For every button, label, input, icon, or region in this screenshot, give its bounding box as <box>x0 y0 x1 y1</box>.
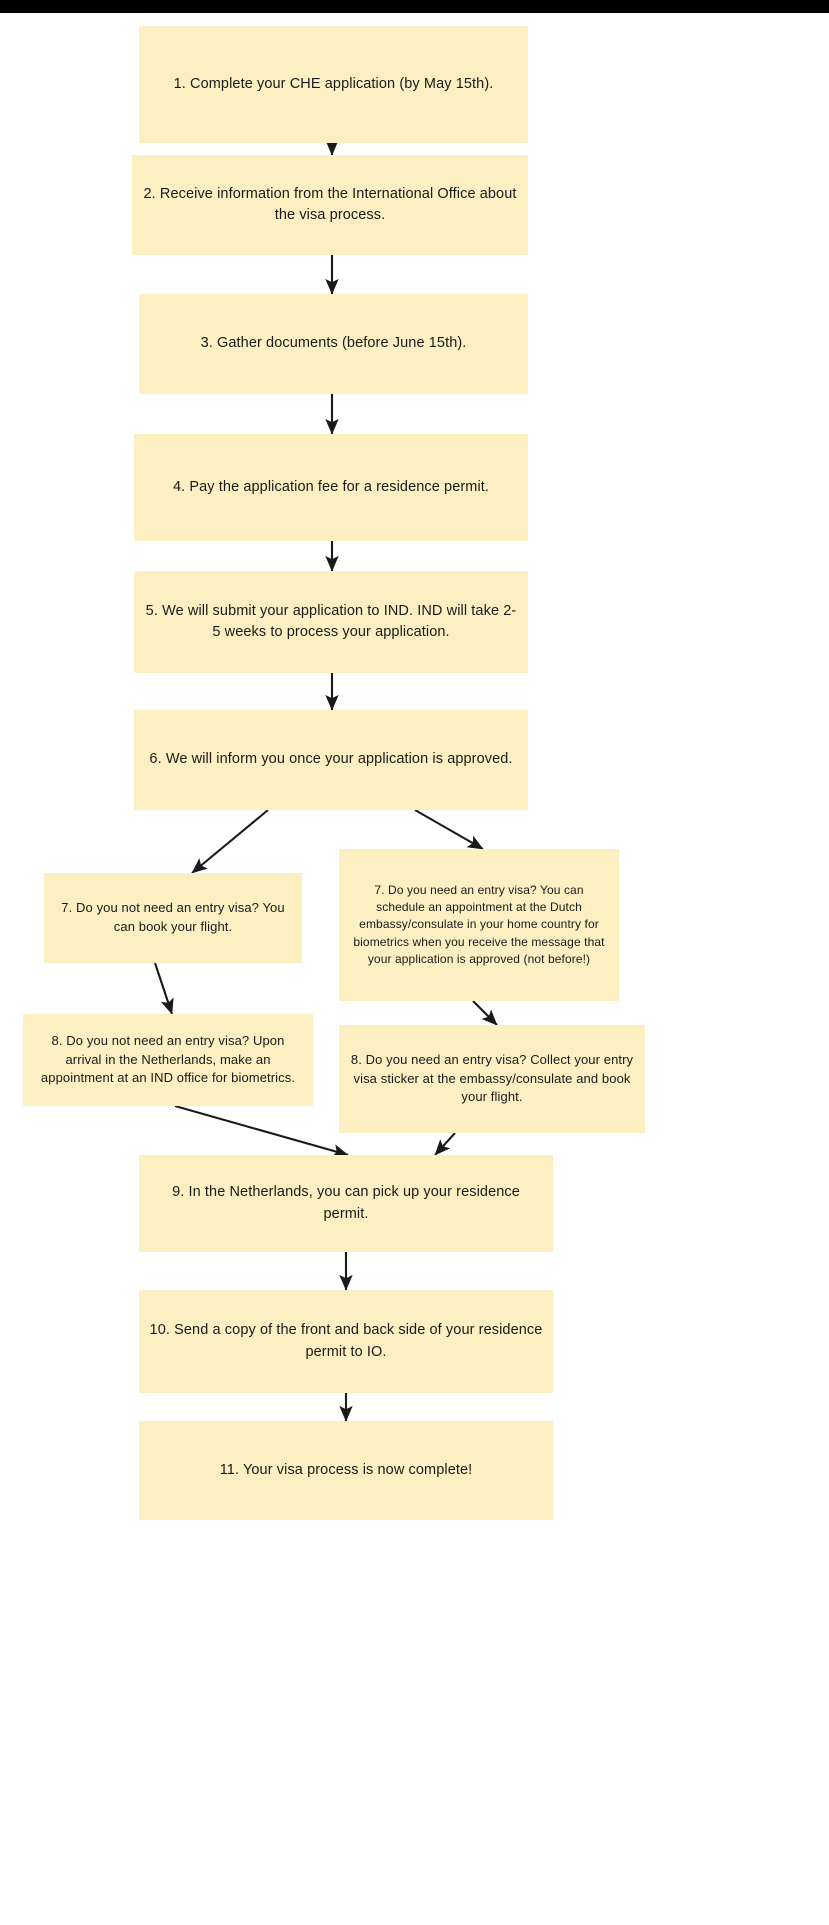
flowchart-node-label: 7. Do you not need an entry visa? You ca… <box>61 900 285 934</box>
flowchart-node-step-9[interactable]: 9. In the Netherlands, you can pick up y… <box>139 1155 553 1252</box>
flowchart-arrow-edge-7right-8right <box>472 1000 498 1026</box>
flowchart-arrow-edge-6-7right <box>414 809 484 850</box>
flowchart-node-step-3[interactable]: 3. Gather documents (before June 15th). <box>139 294 528 394</box>
top-black-bar <box>0 0 829 13</box>
flowchart-node-label: 8. Do you need an entry visa? Collect yo… <box>350 1051 634 1105</box>
flowchart-node-label: 8. Do you not need an entry visa? Upon a… <box>40 1032 296 1086</box>
flowchart-arrow-edge-8left-9 <box>174 1104 349 1158</box>
flowchart-node-label: 11. Your visa process is now complete! <box>219 1461 473 1478</box>
flowchart-arrow-edge-6-7left <box>191 809 269 874</box>
flowchart-node-step-6[interactable]: 6. We will inform you once your applicat… <box>134 710 528 810</box>
flowchart-node-step-8-right[interactable]: 8. Do you need an entry visa? Collect yo… <box>339 1025 645 1133</box>
flowchart-node-label: 5. We will submit your application to IN… <box>145 602 517 640</box>
flowchart-node-step-10[interactable]: 10. Send a copy of the front and back si… <box>139 1290 553 1393</box>
flowchart-node-label: 9. In the Netherlands, you can pick up y… <box>172 1184 520 1222</box>
flowchart-arrow-edge-7left-8left <box>154 962 174 1015</box>
flowchart-node-label: 1. Complete your CHE application (by May… <box>173 75 494 92</box>
flowchart-node-step-1[interactable]: 1. Complete your CHE application (by May… <box>139 26 528 143</box>
flowchart-node-step-8-left[interactable]: 8. Do you not need an entry visa? Upon a… <box>23 1014 313 1106</box>
flowchart-node-step-4[interactable]: 4. Pay the application fee for a residen… <box>134 434 528 541</box>
flowchart-node-label: 2. Receive information from the Internat… <box>143 185 517 223</box>
flowchart-arrow-edge-8right-9 <box>434 1132 456 1156</box>
flowchart-node-step-7-right[interactable]: 7. Do you need an entry visa? You can sc… <box>339 849 619 1001</box>
flowchart-node-step-2[interactable]: 2. Receive information from the Internat… <box>132 155 528 255</box>
flowchart-node-label: 3. Gather documents (before June 15th). <box>200 335 467 352</box>
flowchart-node-label: 6. We will inform you once your applicat… <box>149 751 513 768</box>
flowchart-node-label: 10. Send a copy of the front and back si… <box>149 1322 543 1360</box>
flowchart-node-label: 4. Pay the application fee for a residen… <box>172 478 490 495</box>
flowchart-node-step-5[interactable]: 5. We will submit your application to IN… <box>134 571 528 673</box>
flowchart-node-label: 7. Do you need an entry visa? You can sc… <box>353 882 605 967</box>
flowchart-node-step-7-left[interactable]: 7. Do you not need an entry visa? You ca… <box>44 873 302 963</box>
flowchart-node-step-11[interactable]: 11. Your visa process is now complete! <box>139 1421 553 1520</box>
